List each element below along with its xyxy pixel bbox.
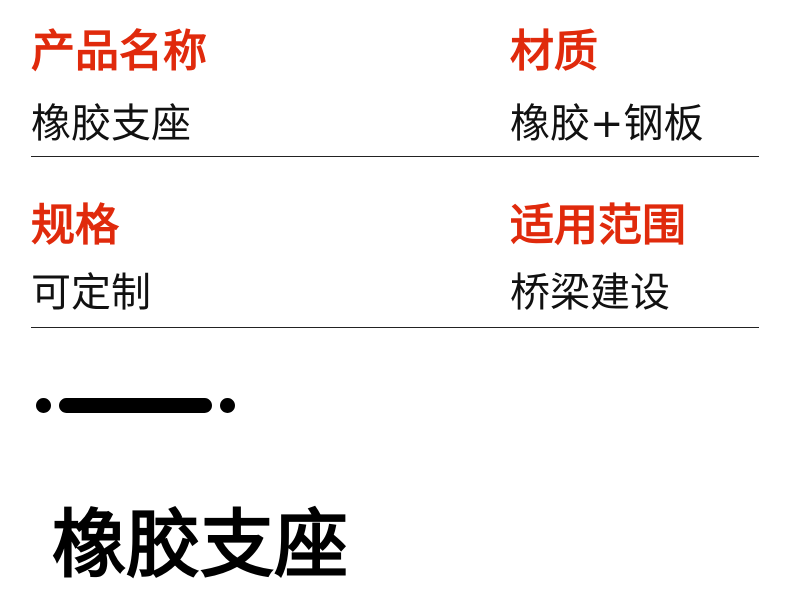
spec-value-size: 可定制	[31, 270, 151, 316]
spec-label-name: 产品名称	[31, 26, 207, 77]
spec-value-usage: 桥梁建设	[510, 270, 670, 316]
divider	[31, 156, 759, 157]
decor-dot	[36, 398, 51, 413]
spec-value-material: 橡胶+钢板	[510, 101, 704, 147]
spec-value-name: 橡胶支座	[31, 101, 191, 147]
page-title: 橡胶支座	[52, 502, 348, 588]
divider	[31, 327, 759, 328]
decor-dot	[220, 398, 235, 413]
decor-bar	[59, 398, 212, 413]
spec-label-size: 规格	[31, 200, 119, 251]
spec-label-material: 材质	[510, 26, 598, 77]
spec-label-usage: 适用范围	[510, 200, 686, 251]
